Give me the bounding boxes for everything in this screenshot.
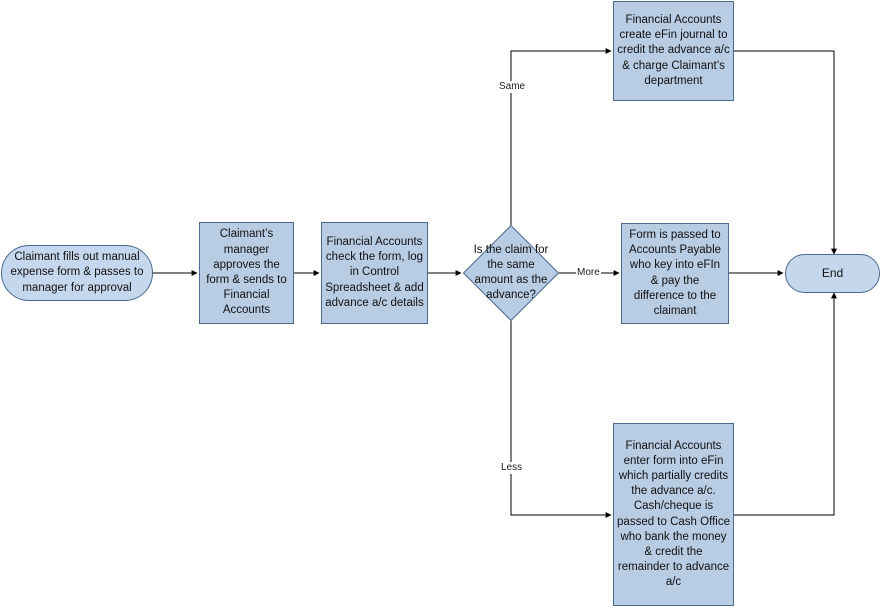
financial-accounts-check-text: Financial Accounts check the form, log i… [325, 236, 424, 309]
decision-diamond: Is the claim for the same amount as the … [463, 225, 559, 321]
arrow-decision-to-less [510, 321, 612, 518]
arrow-same-to-end [734, 50, 837, 255]
financial-accounts-check-box: Financial Accounts check the form, log i… [321, 222, 428, 324]
partial-credit-box: Financial Accounts enter form into eFin … [613, 423, 734, 606]
edge-label-less: Less [500, 462, 524, 474]
edge-label-more: More [576, 267, 601, 279]
start-text: Claimant fills out manual expense form &… [10, 251, 144, 294]
decision-shape [463, 225, 559, 321]
partial-credit-text: Financial Accounts enter form into eFin … [617, 439, 730, 589]
same-amount-journal-text: Financial Accounts create eFin journal t… [617, 14, 730, 87]
end-text: End [821, 265, 844, 280]
start-terminator: Claimant fills out manual expense form &… [1, 245, 153, 301]
manager-approval-text: Claimant’s manager approves the form & s… [206, 228, 287, 317]
edge-label-same: Same [498, 81, 527, 93]
same-amount-journal-box: Financial Accounts create eFin journal t… [613, 1, 734, 101]
accounts-payable-text: Form is passed to Accounts Payable who k… [628, 228, 722, 317]
end-terminator: End [785, 254, 880, 293]
arrow-less-to-end [734, 292, 837, 516]
manager-approval-box: Claimant’s manager approves the form & s… [199, 222, 294, 324]
decision-text: Is the claim for the same amount as the … [473, 243, 549, 302]
accounts-payable-box: Form is passed to Accounts Payable who k… [621, 223, 729, 324]
arrow-decision-to-same [510, 48, 612, 225]
